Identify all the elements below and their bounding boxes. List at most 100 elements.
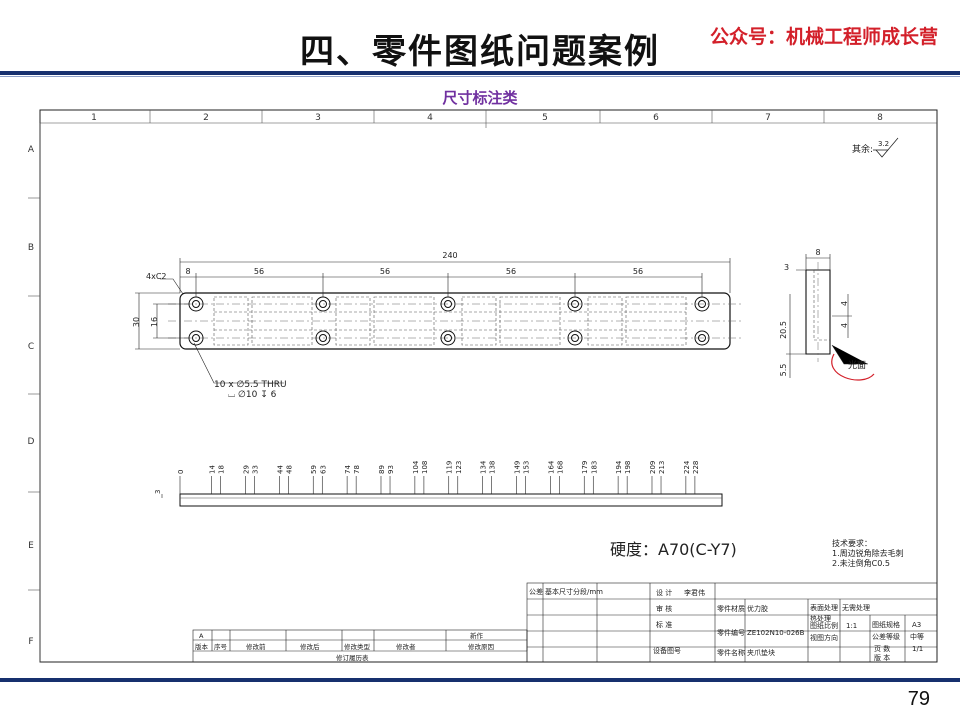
page-number: 79 (907, 688, 930, 710)
pages-value: 1/1 (912, 645, 923, 653)
ordinate-label: 213 (658, 461, 666, 474)
pages-label: 页 数 (874, 644, 890, 653)
ordinate-label: 18 (218, 465, 226, 474)
ordinate-label: 93 (387, 465, 395, 474)
ordinate-label: 108 (421, 461, 429, 474)
size-label: 图纸规格 (872, 620, 900, 629)
counterbore-callout: ⌴ ∅10 ↧ 6 (228, 390, 277, 400)
ordinate-label: 228 (692, 461, 700, 474)
scale-label: 图纸比例 (810, 621, 838, 630)
surface-label: 表面处理 (810, 603, 838, 612)
surface-value: 无需处理 (842, 603, 870, 612)
dim-pitch: 56 (506, 267, 516, 276)
column-labels: 1 2 3 4 5 6 7 8 (91, 113, 883, 123)
hole-callout: 10 x ∅5.5 THRU (214, 380, 287, 390)
ordinate-label: 153 (523, 461, 531, 474)
view-label: 视图方向 (810, 633, 838, 642)
title-block (526, 582, 938, 663)
dim-overall: 240 (442, 251, 457, 260)
designer-name: 李君伟 (684, 588, 705, 597)
tech-requirements: 技术要求： 1.周边锐角除去毛刺 2.未注倒角C0.5 (832, 538, 904, 568)
row-label: D (28, 437, 35, 447)
tol-title: 基本尺寸分段/mm (545, 587, 603, 596)
ordinate-label: 78 (353, 465, 361, 474)
ordinate-label: 134 (480, 460, 488, 474)
gen-tol-label: 公差 (529, 587, 543, 596)
row-label: F (28, 637, 33, 647)
approve-label: 标 准 (656, 620, 672, 629)
ordinate-label: 224 (683, 460, 691, 474)
rev-col-after: 修改后 (300, 642, 320, 651)
version-label: 版 本 (874, 653, 890, 662)
dim-b: 4 (840, 323, 849, 328)
chamfer-callout: 4xC2 (146, 272, 167, 281)
dim-base: 5.5 (779, 364, 788, 377)
red-annotation-mark (831, 353, 875, 381)
rev-col-reason: 修改原因 (468, 642, 494, 651)
header-rule (0, 71, 960, 75)
row-label: C (28, 342, 34, 352)
dim-thickness: 3 (154, 490, 162, 494)
dim-step: 3 (784, 263, 789, 272)
ordinate-label: 48 (285, 465, 293, 474)
ordinate-label: 74 (344, 465, 352, 474)
svg-text:技术要求：: 技术要求： (832, 538, 872, 548)
dim-edge: 8 (185, 267, 190, 276)
rev-col-no: 序号 (214, 642, 228, 651)
part-name-label: 零件名称 (717, 648, 745, 657)
part-no-value: ZE102N10-026B (747, 629, 805, 637)
ordinate-label: 164 (547, 460, 555, 474)
material-value: 优力胶 (747, 604, 768, 613)
ordinate-label: 209 (649, 461, 657, 474)
part-name-value: 夹爪垫块 (747, 648, 775, 657)
ordinate-label: 59 (310, 465, 318, 474)
dim-pitch: 56 (633, 267, 643, 276)
col-label: 7 (765, 113, 771, 123)
size-value: A3 (912, 621, 921, 629)
roughness-symbol: 其余: 3.2 (852, 137, 899, 158)
grade-value: 中等 (910, 632, 924, 641)
dim-width: 8 (815, 248, 820, 257)
ordinate-label: 0 (177, 470, 185, 474)
dim-pitch: 56 (380, 267, 390, 276)
equipment-label: 设备图号 (653, 646, 681, 655)
rev-mark: A (199, 632, 204, 640)
ordinate-label: 179 (581, 461, 589, 474)
rev-col-before: 修改前 (246, 642, 266, 651)
dim-a: 4 (840, 301, 849, 306)
review-label: 审 核 (656, 604, 672, 613)
row-label: B (28, 243, 34, 253)
revision-table (192, 629, 528, 663)
brand-label: 公众号：机械工程师成长营 (709, 26, 938, 48)
ordinate-label: 198 (624, 461, 632, 474)
col-label: 6 (653, 113, 659, 123)
row-labels: A B C D E F (28, 145, 35, 647)
ordinate-label: 14 (209, 465, 217, 474)
svg-text:3.2: 3.2 (878, 140, 889, 148)
row-label: E (28, 541, 34, 551)
ordinate-label: 183 (590, 461, 598, 474)
svg-text:1.周边锐角除去毛刺: 1.周边锐角除去毛刺 (832, 548, 904, 558)
svg-text:其余:: 其余: (852, 143, 873, 155)
design-label: 设 计 (656, 588, 672, 597)
row-label: A (28, 145, 35, 155)
part-no-label: 零件编号 (717, 628, 745, 637)
header-rule-thin (0, 76, 960, 77)
rev-col-type: 修改类型 (344, 642, 371, 651)
ordinate-label: 194 (615, 460, 623, 474)
scale-value: 1:1 (846, 622, 857, 630)
drawing-frame (39, 109, 938, 663)
rev-col-new: 新作 (470, 631, 484, 640)
ordinate-label: 44 (276, 465, 284, 474)
rev-table-title: 修订履历表 (336, 653, 369, 662)
surface-note: 光面 (848, 359, 866, 371)
rev-col-by: 修改者 (396, 642, 416, 651)
material-label: 零件材质 (717, 604, 745, 613)
ordinate-label: 119 (446, 461, 454, 474)
hardness-note: 硬度：A70(C-Y7) (610, 540, 737, 559)
ordinate-label: 33 (252, 465, 260, 474)
col-label: 5 (542, 113, 548, 123)
